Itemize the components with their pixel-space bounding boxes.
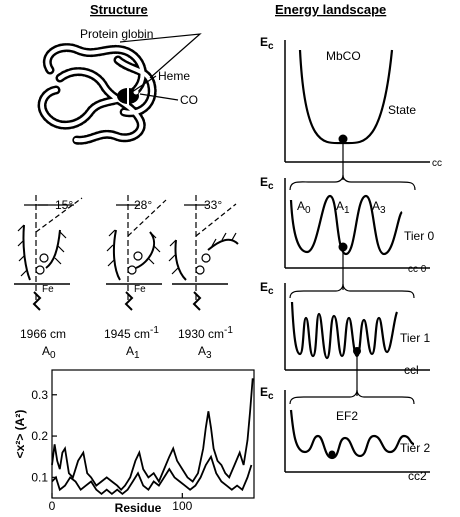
plot-ylabel: <x²> (A²) <box>13 410 27 459</box>
tier2-marker <box>328 450 336 458</box>
state-label: State <box>388 103 416 117</box>
ec-label-3: Ec <box>260 280 274 297</box>
y-tick-label: 0.1 <box>31 470 48 484</box>
angle-a1: 28° <box>134 198 152 212</box>
brace-tier2 <box>289 389 415 405</box>
freq-a0: 1966 cm <box>20 327 66 341</box>
a0-label: A0 <box>297 199 311 216</box>
a1-label: A1 <box>336 199 350 216</box>
state-a3: A3 <box>198 344 212 361</box>
mbco-well-curve <box>298 49 394 145</box>
state-a1: A1 <box>126 344 140 361</box>
tier2-label: Tier 2 <box>400 441 431 455</box>
state-marker <box>338 134 348 144</box>
mbco-label: MbCO <box>326 49 361 63</box>
conformer-a0 <box>14 195 83 311</box>
structure-header: Structure <box>90 2 148 17</box>
cc-axis-label: cc <box>432 158 442 169</box>
freq-a1: 1945 cm-1 <box>104 325 159 341</box>
protein-globin-label: Protein globin <box>80 27 153 41</box>
angle-a0: 15° <box>55 198 73 212</box>
conformer-a1 <box>106 195 167 311</box>
fe-label-a1: Fe <box>134 284 146 295</box>
fluctuation-series-1 <box>51 378 254 492</box>
a3-label: A3 <box>372 199 386 216</box>
tier2-curve <box>289 409 415 460</box>
x-tick-label: 0 <box>49 499 56 513</box>
angle-a3: 33° <box>204 198 222 212</box>
brace-tier1 <box>289 283 415 299</box>
state-a0: A0 <box>42 344 56 361</box>
globin-leader-line <box>119 33 202 79</box>
co-label: CO <box>180 93 198 107</box>
ec-label-4: Ec <box>260 385 274 402</box>
protein-globin-drawing <box>37 43 157 145</box>
fluctuation-plot: <x²> (A²) Residue 0.3 0.2 0.1 0 100 <box>13 369 255 515</box>
tier0-label: Tier 0 <box>404 229 435 243</box>
ef2-label: EF2 <box>336 409 358 423</box>
tier0-marker <box>338 242 348 252</box>
heme-label: Heme <box>158 69 190 83</box>
energy-landscape-header: Energy landscape <box>275 2 386 17</box>
y-tick-label: 0.2 <box>31 429 48 443</box>
x-tick-label: 100 <box>172 499 192 513</box>
energy-landscape: Ec MbCO State cc Ec A0 A1 A3 Tier 0 cc 0… <box>260 35 442 483</box>
ccl-axis-label: ccl <box>404 363 419 377</box>
cc2-axis-label: cc2 <box>408 469 427 483</box>
tier1-curve <box>290 301 399 360</box>
conformer-a3 <box>168 195 239 311</box>
brace-tier0 <box>289 174 416 191</box>
tier1-label: Tier 1 <box>400 331 431 345</box>
freq-a3: 1930 cm-1 <box>178 325 233 341</box>
plot-xlabel: Residue <box>115 501 162 515</box>
plot-frame <box>51 369 255 499</box>
ec-label-1: Ec <box>260 35 274 52</box>
fe-label-a0: Fe <box>42 284 54 295</box>
y-tick-label: 0.3 <box>31 388 48 402</box>
fluctuation-series-2 <box>51 454 253 496</box>
tier1-marker <box>353 347 361 355</box>
ec-label-2: Ec <box>260 175 274 192</box>
tier0-curve <box>289 194 403 256</box>
cc0-axis-label: cc 0 <box>408 264 427 275</box>
